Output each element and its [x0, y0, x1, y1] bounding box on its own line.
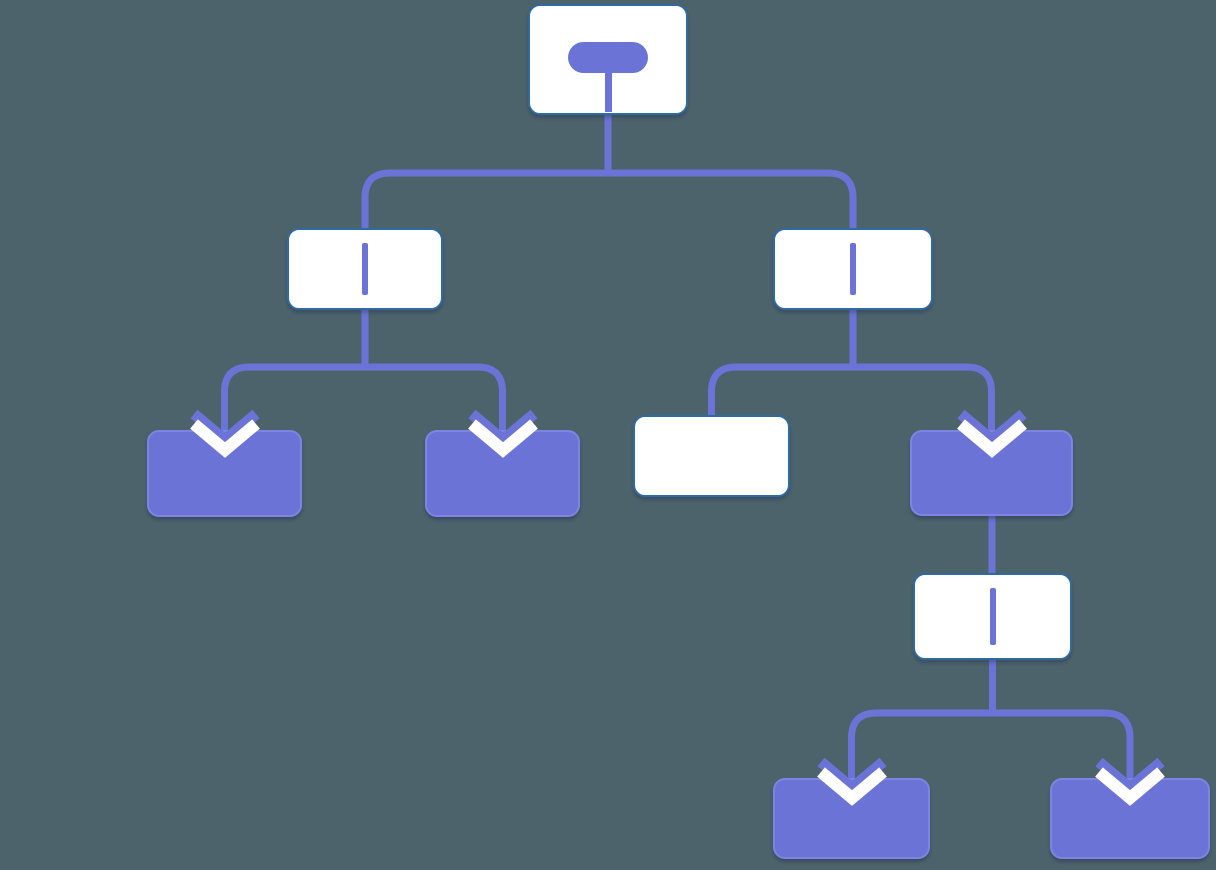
vertical-bar-icon — [362, 243, 368, 295]
edge-rail-branch-right — [708, 363, 995, 447]
chevron-back — [189, 409, 260, 448]
tree-node-branch-e[interactable] — [913, 573, 1072, 660]
tree-node-branch-left[interactable] — [287, 228, 443, 310]
tree-node-root[interactable] — [528, 4, 688, 115]
edge-rail-branch-left — [221, 363, 506, 447]
double-chevron-down-icon — [956, 409, 1027, 458]
tree-node-leaf-g[interactable] — [1050, 757, 1210, 859]
edge-rail-branch-e — [848, 709, 1134, 795]
chevron-back — [467, 409, 538, 448]
chevron-back — [1095, 757, 1165, 796]
tree-node-leaf-f[interactable] — [773, 757, 930, 859]
double-chevron-down-icon — [816, 757, 887, 806]
double-chevron-down-icon — [467, 409, 538, 458]
chevron-front — [816, 767, 887, 806]
double-chevron-down-icon — [1095, 757, 1165, 806]
tree-node-branch-right[interactable] — [773, 228, 933, 310]
tree-node-empty-card[interactable] — [633, 415, 790, 497]
chevron-front — [189, 419, 260, 458]
chevron-back — [956, 409, 1027, 448]
tree-node-leaf-b[interactable] — [425, 409, 580, 517]
chevron-front — [467, 419, 538, 458]
chevron-back — [816, 757, 887, 796]
tree-node-leaf-a[interactable] — [147, 409, 302, 517]
tree-root-pill-stem — [604, 69, 612, 112]
double-chevron-down-icon — [189, 409, 260, 458]
edge-rail-root — [361, 169, 857, 234]
tree-node-leaf-d[interactable] — [910, 409, 1073, 516]
vertical-bar-icon — [989, 588, 996, 645]
chevron-front — [956, 419, 1027, 458]
chevron-front — [1095, 767, 1165, 806]
vertical-bar-icon — [850, 243, 856, 295]
tree-root-pill-icon — [568, 42, 648, 73]
